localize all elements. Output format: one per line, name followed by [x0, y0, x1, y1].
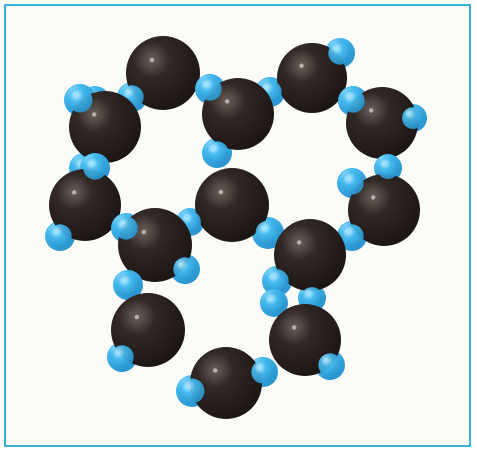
hydrogen-highlight	[323, 358, 327, 362]
hydrogen-atom	[263, 292, 285, 314]
hydrogen-highlight	[333, 46, 337, 50]
hydrogen-atom	[198, 77, 221, 100]
hydrogen-highlight	[261, 226, 265, 230]
water-molecule	[337, 154, 420, 251]
hydrogen-highlight	[53, 229, 57, 233]
hydrogen-highlight	[346, 94, 350, 98]
hydrogen-atom	[110, 345, 133, 368]
oxygen-highlight	[213, 368, 217, 372]
hydrogen-atom	[68, 88, 93, 113]
oxygen-highlight	[150, 58, 154, 62]
hydrogen-highlight	[203, 82, 207, 86]
oxygen-highlight	[225, 99, 229, 103]
oxygen-highlight	[292, 325, 296, 329]
hydrogen-atom	[265, 269, 288, 292]
oxygen-highlight	[142, 230, 146, 234]
hydrogen-highlight	[119, 221, 123, 225]
hydrogen-atom	[83, 156, 106, 179]
hydrogen-atom	[340, 171, 363, 194]
hydrogen-atom	[251, 360, 274, 383]
hydrogen-atom	[180, 379, 205, 404]
hydrogen-highlight	[184, 216, 188, 220]
hydrogen-atom	[377, 157, 399, 179]
water-molecule	[176, 347, 278, 419]
hydrogen-highlight	[115, 350, 119, 354]
oxygen-highlight	[369, 108, 373, 112]
hydrogen-highlight	[382, 162, 386, 166]
hydrogen-atom	[114, 216, 137, 239]
hydrogen-highlight	[88, 161, 92, 165]
oxygen-highlight	[299, 64, 303, 68]
hydrogen-highlight	[121, 278, 125, 282]
hydrogen-atom	[328, 41, 351, 64]
water-molecule	[176, 168, 284, 249]
hydrogen-highlight	[306, 292, 310, 296]
oxygen-highlight	[219, 190, 223, 194]
hydrogen-atom	[341, 89, 364, 112]
hydrogen-highlight	[345, 176, 349, 180]
oxygen-highlight	[371, 195, 375, 199]
hydrogen-atom	[205, 141, 228, 164]
hydrogen-highlight	[185, 384, 189, 388]
hydrogen-highlight	[256, 365, 260, 369]
hydrogen-highlight	[407, 112, 411, 116]
water-molecule	[107, 270, 185, 372]
water-molecule	[338, 86, 427, 159]
hydrogen-highlight	[125, 90, 129, 94]
hydrogen-atom	[402, 107, 424, 129]
hydrogen-highlight	[178, 262, 182, 266]
oxygen-highlight	[135, 315, 139, 319]
hydrogen-atom	[173, 257, 196, 280]
hydrogen-highlight	[73, 93, 77, 97]
hydrogen-highlight	[345, 229, 349, 233]
hydrogen-highlight	[263, 85, 267, 89]
oxygen-highlight	[297, 240, 301, 244]
oxygen-highlight	[92, 112, 96, 116]
hydrogen-highlight	[270, 274, 274, 278]
hydrogen-atom	[48, 224, 71, 247]
hydrogen-highlight	[210, 146, 214, 150]
water-molecule	[195, 74, 274, 168]
oxygen-highlight	[72, 190, 76, 194]
hydrogen-highlight	[268, 297, 272, 301]
hydrogen-atom	[116, 273, 139, 296]
hydrogen-atom	[318, 353, 341, 376]
water-molecule	[45, 153, 121, 251]
